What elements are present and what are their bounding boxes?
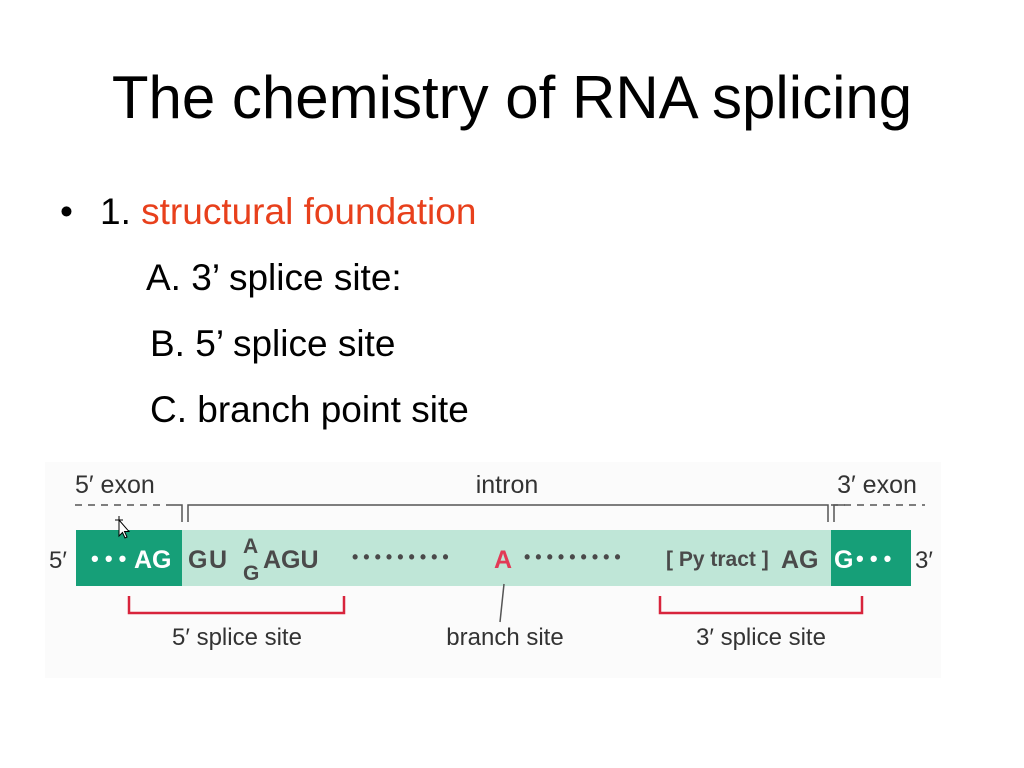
label-branch-site: branch site: [446, 624, 563, 651]
seq-dots-left: • • •: [91, 546, 126, 571]
seq-g: G: [188, 546, 207, 574]
label-3-exon: 3′ exon: [837, 471, 917, 499]
subitem-a: A. 3’ splice site:: [146, 257, 402, 298]
seq-ag-right: AG: [781, 546, 819, 574]
subitem-b: B. 5’ splice site: [150, 323, 396, 364]
intron-bar: [182, 530, 831, 586]
seq-g-right: G: [834, 546, 853, 574]
label-5-splice-site: 5′ splice site: [172, 624, 302, 651]
bullet-marker: •: [60, 191, 73, 232]
splice3-bracket: [658, 596, 864, 615]
seq-stacked-bottom: G: [243, 562, 259, 585]
seq-branch-a: A: [494, 546, 512, 574]
seq-dots-mid-left: • • • • • • • • •: [352, 547, 449, 567]
end-label-5: 5′: [49, 547, 67, 574]
bullet-number: 1.: [100, 191, 131, 232]
bullet-text: 1. structural foundation: [100, 190, 476, 234]
slide-title: The chemistry of RNA splicing: [111, 64, 913, 131]
label-5-exon: 5′ exon: [75, 471, 155, 499]
seq-ag-left: AG: [134, 546, 172, 574]
branch-pointer-line: [499, 583, 505, 623]
seq-dots-right: • • •: [856, 546, 891, 571]
exon5-bar: [76, 530, 182, 586]
intron-bracket: [187, 504, 829, 522]
label-3-splice-site: 3′ splice site: [696, 624, 826, 651]
exon3-bracket: [833, 504, 845, 522]
splice5-bracket: [127, 596, 346, 615]
diagram-svg: 5′ exon intron 3′ exon 5′ 3′ • • • AG G …: [49, 471, 933, 651]
move-cursor-icon: [115, 516, 131, 539]
label-intron: intron: [476, 471, 539, 499]
seq-stacked-top: A: [243, 535, 258, 558]
end-label-3: 3′: [915, 547, 933, 574]
seq-agu: AGU: [263, 546, 319, 574]
splice-site-diagram: 5′ exon intron 3′ exon 5′ 3′ • • • AG G …: [45, 462, 941, 678]
exon5-bracket: [170, 504, 183, 522]
subitem-c: C. branch point site: [150, 389, 469, 430]
seq-u: U: [209, 546, 227, 574]
bullet-heading: structural foundation: [141, 191, 477, 232]
seq-py-tract: [ Py tract ]: [666, 548, 769, 571]
seq-dots-mid-right: • • • • • • • • •: [524, 547, 621, 567]
exon3-bar: [831, 530, 911, 586]
